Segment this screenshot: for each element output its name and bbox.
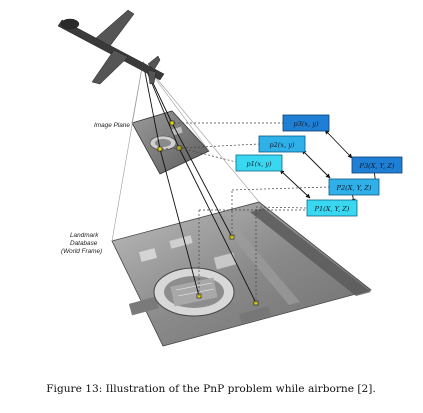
world-point-p3: P3(X, Y, Z) (351, 156, 403, 174)
landmark-label-line-3: (World Frame) (61, 248, 102, 255)
image-point-p3-label: p3(x, y) (293, 120, 319, 128)
landmark-label-line-2: Database (70, 240, 98, 247)
world-point-p2-label: P2(X, Y, Z) (336, 184, 372, 192)
world-point-p3-label: P3(X, Y, Z) (359, 162, 395, 170)
image-plane-label: Image Plane (94, 122, 130, 129)
world-point-p1: P1(X, Y, Z) (306, 199, 358, 217)
projection-rays (142, 61, 257, 304)
image-point-p1: p1(x, y) (235, 154, 283, 172)
figure-caption: Figure 13: Illustration of the PnP probl… (46, 383, 376, 395)
drone-icon (57, 9, 165, 85)
world-point-p2: P2(X, Y, Z) (328, 178, 380, 196)
image-point-p2: p2(x, y) (258, 135, 306, 153)
image-point-p2-label: p2(x, y) (269, 141, 295, 149)
world-point-p1-label: P1(X, Y, Z) (314, 205, 350, 213)
image-point-p3: p3(x, y) (282, 114, 330, 132)
landmark-label-line-1: Landmark (70, 232, 99, 239)
image-point-p1-label: p1(x, y) (246, 160, 272, 168)
